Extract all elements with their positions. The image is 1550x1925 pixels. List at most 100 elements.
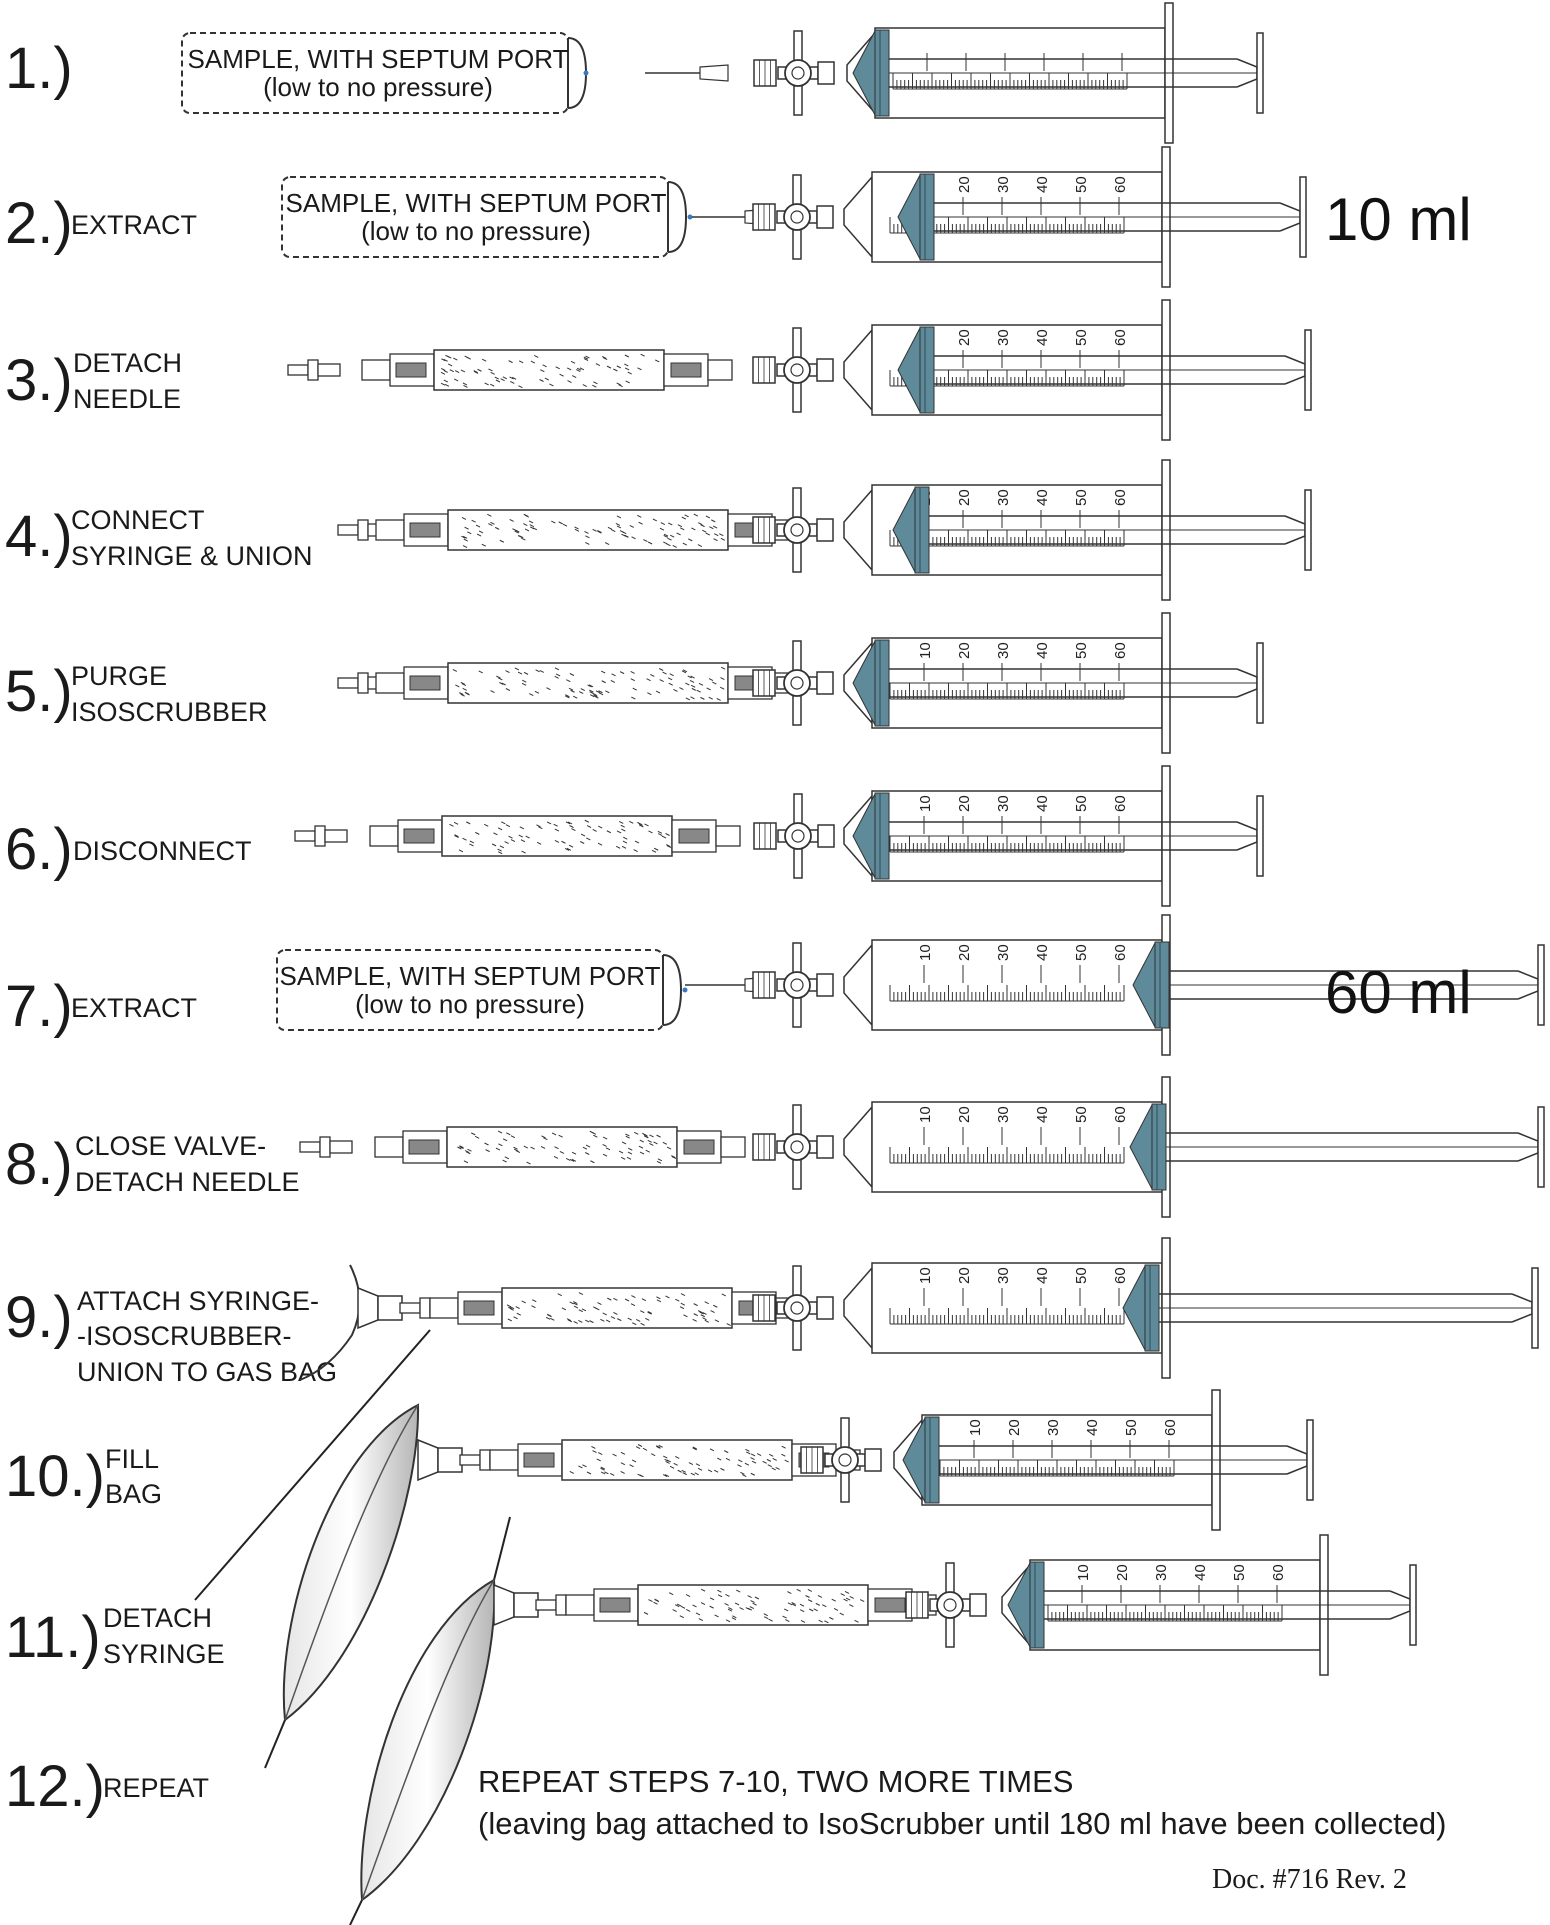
scrubber-media (462, 545, 468, 548)
scrubber-media (490, 521, 495, 525)
scrubber-media (818, 1619, 823, 1623)
scrubber-media (551, 1132, 557, 1136)
union-fitting-step-3 (287, 359, 341, 381)
needle-step-1 (645, 64, 729, 82)
scrubber-media (624, 363, 629, 367)
scale-label: 30 (995, 1106, 1012, 1123)
scrubber-media (485, 1149, 490, 1153)
scrubber-media (648, 830, 653, 834)
scrubber-media (506, 1304, 512, 1308)
scale-label: 60 (1112, 642, 1129, 659)
scrubber-media (455, 684, 460, 688)
scrubber-media (675, 1298, 680, 1302)
scrubber-media (443, 379, 449, 383)
scrubber-media (712, 525, 718, 529)
scrubber-media (588, 684, 594, 688)
scrubber-media (724, 1603, 729, 1606)
union-stem (299, 1141, 321, 1153)
scrubber-media (677, 524, 683, 528)
scrubber-media (620, 1451, 626, 1455)
scrubber-media (645, 1149, 650, 1153)
scale-label: 10 (967, 1419, 984, 1436)
scrubber-media (590, 694, 595, 698)
scrubber-media (656, 1160, 662, 1164)
stopcock-valve-step-3 (752, 327, 834, 413)
scrubber-media (700, 524, 705, 528)
stopcock-valve-step-11 (905, 1562, 987, 1648)
scrubber-media (565, 694, 570, 698)
scrubber-media (491, 843, 497, 847)
scrubber-media (692, 1447, 698, 1451)
scrubber-media (668, 682, 673, 686)
scrubber-spring-right (683, 1139, 715, 1155)
step-9-label-line2: -ISOSCRUBBER- (77, 1321, 292, 1351)
scrubber-media (459, 692, 464, 696)
scrubber-media (700, 1602, 706, 1606)
scrubber-media (597, 530, 602, 534)
step-12-number: 12.) (5, 1754, 105, 1819)
scrubber-media (546, 821, 552, 825)
scrubber-media (476, 533, 482, 537)
scrubber-media (692, 1604, 697, 1608)
scale-label: 20 (956, 795, 973, 812)
scrubber-media (501, 821, 506, 825)
scrubber-media (553, 1156, 559, 1159)
scrubber-media (578, 691, 584, 695)
scrubber-media (627, 1317, 632, 1321)
scrubber-media (521, 850, 526, 854)
scrubber-media (657, 830, 663, 834)
scrubber-media (517, 671, 523, 675)
scrubber-media (648, 1599, 653, 1603)
scrubber-media (523, 523, 528, 526)
scrubber-media (682, 542, 688, 546)
scrubber-media (700, 1588, 706, 1592)
scrubber-media (690, 675, 695, 679)
union-stem (399, 1302, 421, 1314)
scrubber-media (539, 669, 544, 673)
scrubber-media (571, 1158, 577, 1162)
scale-label: 10 (917, 944, 934, 961)
scrubber-media (669, 673, 674, 677)
scrubber-media (497, 851, 503, 855)
scrubber-spring-right (678, 828, 710, 844)
plunger-seal (874, 639, 890, 727)
scrubber-media (769, 1453, 774, 1457)
scrubber-media (616, 525, 622, 529)
scrubber-media (610, 679, 616, 683)
gas-bag-step-11 (349, 1516, 511, 1925)
scrubber-media (654, 847, 659, 851)
scrubber-media (574, 528, 580, 532)
scrubber-media (488, 523, 493, 526)
scrubber-media (543, 1137, 548, 1141)
scrubber-media (666, 845, 672, 849)
scrubber-media (583, 356, 589, 360)
step-9: 9.) ATTACH SYRINGE- -ISOSCRUBBER- UNION … (5, 1285, 337, 1387)
scrubber-media (510, 1135, 516, 1139)
step-5-label-line1: PURGE (71, 661, 167, 691)
scrubber-media (656, 1445, 661, 1449)
syringe-tip (843, 488, 873, 572)
scrubber-media (580, 688, 585, 691)
step-7: 7.) EXTRACT (5, 974, 197, 1039)
scale-label: 10 (917, 1106, 934, 1123)
scrubber-media (589, 1320, 594, 1324)
plunger-seal (874, 792, 890, 880)
scrubber-media (595, 363, 601, 367)
scrubber-media (457, 1146, 462, 1150)
scrubber-media (453, 821, 459, 825)
step-8-label-line2: DETACH NEEDLE (75, 1167, 300, 1197)
scrubber-fitting-left (429, 1297, 459, 1319)
scrubber-media (854, 1619, 859, 1623)
scrubber-media (592, 384, 597, 388)
scrubber-media (557, 1293, 562, 1297)
valve-port (817, 824, 835, 848)
scrubber-media (611, 673, 616, 677)
scale-label: 50 (1073, 795, 1090, 812)
plunger-thumb (1256, 32, 1264, 114)
scrubber-media (745, 1448, 750, 1452)
syringe-tip (843, 175, 873, 259)
scrubber-media (584, 1152, 590, 1155)
scrubber-media (625, 380, 630, 384)
scrubber-media (569, 1159, 575, 1162)
scrubber-media (579, 841, 585, 844)
